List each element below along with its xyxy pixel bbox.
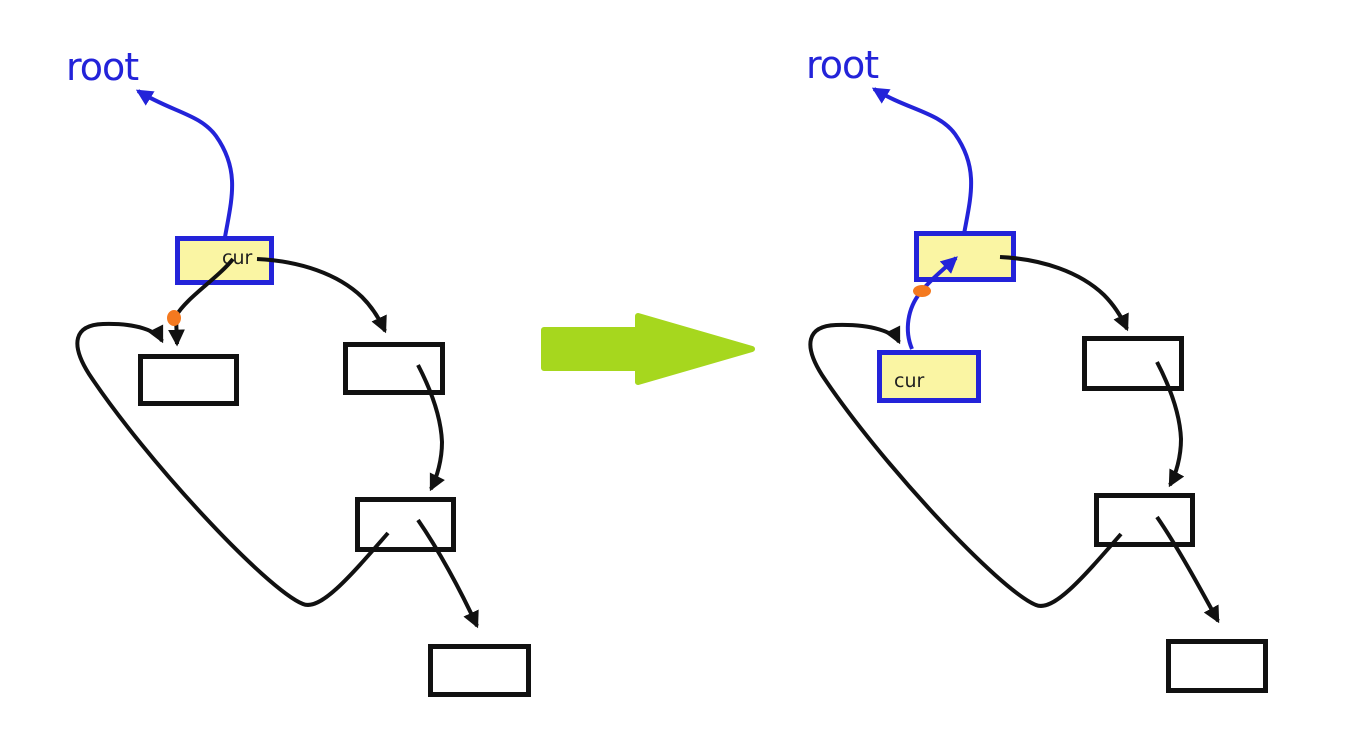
root-pointer-arrow-before: [135, 89, 235, 238]
root-pointer-arrow-after: [871, 87, 974, 235]
cur-box-after: cur: [877, 350, 981, 403]
transition-arrow: [541, 313, 755, 385]
root-label-before: root: [66, 45, 139, 89]
node1-box-before: [138, 354, 239, 406]
node3-box-after: [1094, 493, 1195, 547]
cur-to-node2-arrow-before: [256, 257, 387, 334]
orange-marker-dot-before: [167, 310, 181, 326]
node4-box-after: [1166, 639, 1268, 693]
cur-box-before: cur: [175, 236, 274, 285]
node3-box-before: [355, 497, 456, 552]
orange-marker-dot-after: [913, 285, 931, 297]
cur-box-label-before: cur: [222, 247, 253, 269]
head-node-box-after: [914, 231, 1016, 282]
node2-box-after: [1082, 336, 1184, 391]
node4-box-before: [428, 644, 531, 697]
head-to-node2-arrow-after: [999, 255, 1129, 332]
root-label-after: root: [806, 43, 879, 87]
node2-box-before: [343, 342, 445, 395]
cur-box-label-after: cur: [894, 370, 925, 392]
